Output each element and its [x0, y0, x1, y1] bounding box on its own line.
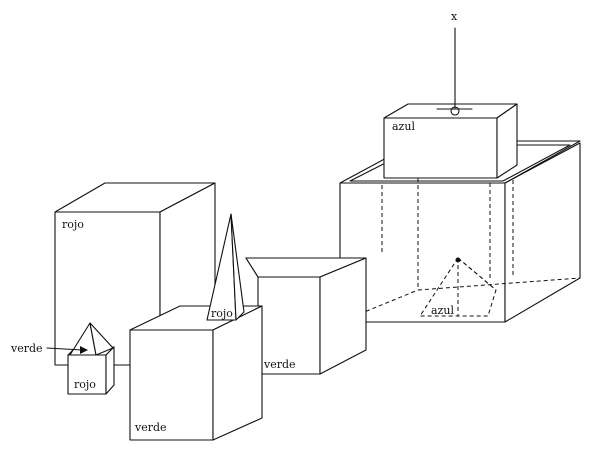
blue-top-block: azul: [383, 103, 518, 179]
tall-red-pyramid: rojo: [206, 213, 245, 321]
small-cube-side-face: [105, 346, 115, 395]
label-small-pyramid-pointer: verde: [10, 342, 43, 355]
box-side-face: [504, 142, 581, 323]
label-tall-pyramid: rojo: [211, 307, 233, 320]
middle-cube-side-face: [319, 257, 367, 375]
open-box-container: azul: [339, 140, 581, 323]
box-hidden-bottom-right: [417, 277, 581, 291]
pointer-arrow-line: [46, 347, 83, 351]
label-top-block: azul: [392, 120, 415, 133]
x-axis-target-circle: [450, 106, 460, 116]
label-hidden-pyramid: azul: [431, 304, 454, 317]
small-pyramid-pointer: verde: [10, 342, 88, 355]
label-big-block: rojo: [62, 218, 84, 231]
top-block-side-face: [496, 103, 518, 179]
tall-pyramid-right-face: [230, 213, 245, 321]
front-green-cube: verde: [129, 305, 263, 441]
front-cube-side-face: [212, 305, 263, 441]
pointer-arrow-head: [80, 346, 88, 354]
small-pyramid-right-face: [89, 322, 114, 356]
middle-green-cube: verde: [245, 257, 367, 375]
label-front-cube: verde: [134, 421, 167, 434]
label-middle-cube: verde: [263, 358, 296, 371]
x-axis-marker: x: [436, 10, 473, 116]
label-small-cube: rojo: [74, 378, 96, 391]
hidden-pyramid-apex: [455, 257, 461, 263]
hidden-pyramid-edge-2: [457, 257, 497, 291]
small-green-pyramid: [69, 322, 114, 356]
label-axis-x: x: [451, 10, 458, 23]
